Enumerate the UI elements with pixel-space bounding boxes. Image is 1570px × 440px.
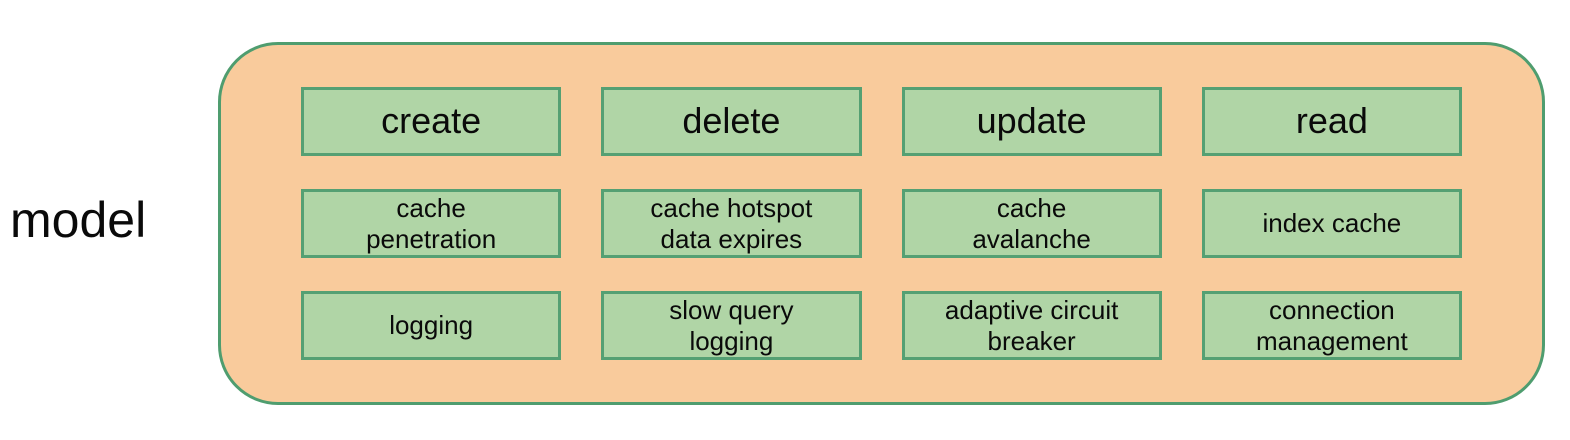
model-label: model — [10, 192, 147, 248]
node-cache-hotspot-data-expires: cache hotspot data expires — [601, 189, 862, 258]
node-read: read — [1201, 87, 1462, 156]
node-connection-management: connection management — [1201, 291, 1462, 360]
node-index-cache: index cache — [1201, 189, 1462, 258]
node-create: create — [301, 87, 562, 156]
node-cache-avalanche: cache avalanche — [901, 189, 1162, 258]
model-container: create delete update read cache penetrat… — [218, 42, 1545, 405]
node-cache-penetration: cache penetration — [301, 189, 562, 258]
node-logging: logging — [301, 291, 562, 360]
node-slow-query-logging: slow query logging — [601, 291, 862, 360]
node-delete: delete — [601, 87, 862, 156]
node-update: update — [901, 87, 1162, 156]
node-adaptive-circuit-breaker: adaptive circuit breaker — [901, 291, 1162, 360]
